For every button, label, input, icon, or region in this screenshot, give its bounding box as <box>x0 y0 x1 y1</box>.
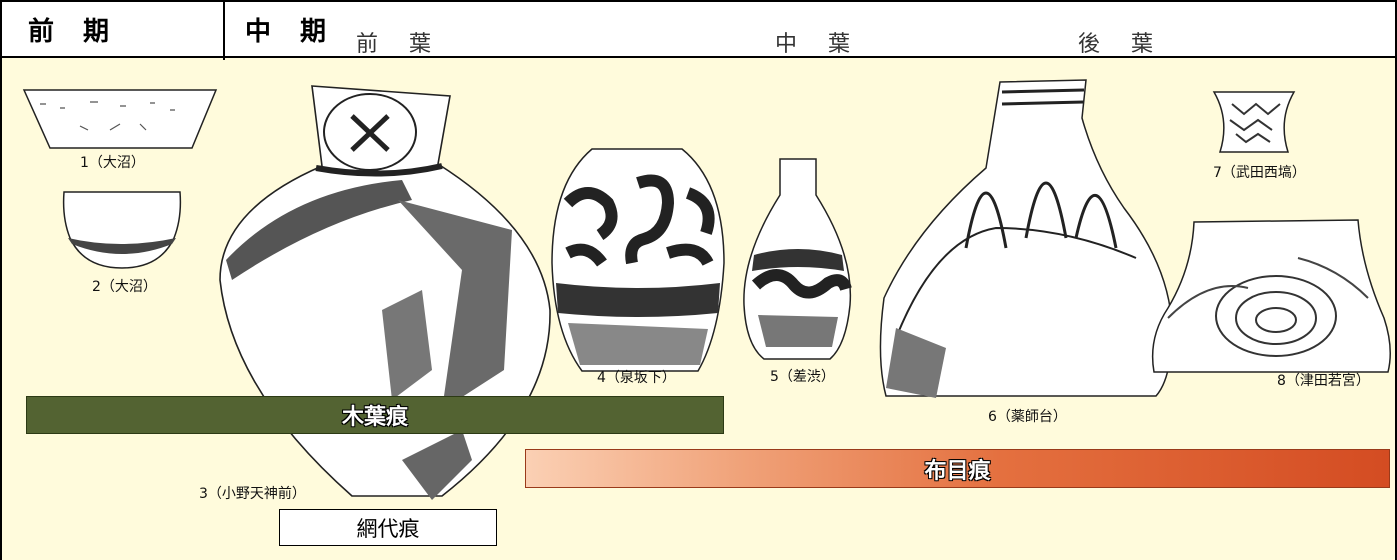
cloth-impression-label: 布目痕 <box>924 453 990 485</box>
vessel-3-drawing <box>212 80 562 500</box>
vessel-2-drawing <box>60 188 184 270</box>
vessel-1-drawing <box>20 86 220 152</box>
period-header: 前 期 中 期 前 葉 中 葉 後 葉 <box>0 0 1397 58</box>
vessel-2-caption: 2（大沼） <box>92 276 157 296</box>
middle-early-label: 前 葉 <box>356 26 443 58</box>
vessel-4-drawing <box>548 143 728 375</box>
early-period-label: 前 期 <box>28 11 119 48</box>
vessel-6-drawing <box>876 78 1176 400</box>
cloth-impression-bar: 布目痕 <box>525 449 1390 488</box>
period-divider <box>223 2 225 60</box>
middle-mid-label: 中 葉 <box>775 26 862 58</box>
mat-impression-bar: 網代痕 <box>279 509 497 546</box>
middle-period-label: 中 期 <box>245 11 336 48</box>
vessel-7-drawing <box>1212 90 1296 154</box>
vessel-5-drawing <box>738 155 856 363</box>
middle-late-label: 後 葉 <box>1078 26 1165 58</box>
mat-impression-label: 網代痕 <box>357 513 420 543</box>
vessel-3-caption: 3（小野天神前） <box>199 483 306 503</box>
vessel-1-caption: 1（大沼） <box>80 152 145 172</box>
vessel-8-drawing <box>1148 218 1394 374</box>
vessel-4-caption: 4（泉坂下） <box>597 367 676 387</box>
vessel-8-caption: 8（津田若宮） <box>1277 370 1370 390</box>
leaf-impression-label: 木葉痕 <box>342 399 408 431</box>
vessel-5-caption: 5（差渋） <box>770 366 835 386</box>
leaf-impression-bar: 木葉痕 <box>26 396 724 434</box>
vessel-7-caption: 7（武田西塙） <box>1213 162 1306 182</box>
vessel-6-caption: 6（薬師台） <box>988 406 1067 426</box>
